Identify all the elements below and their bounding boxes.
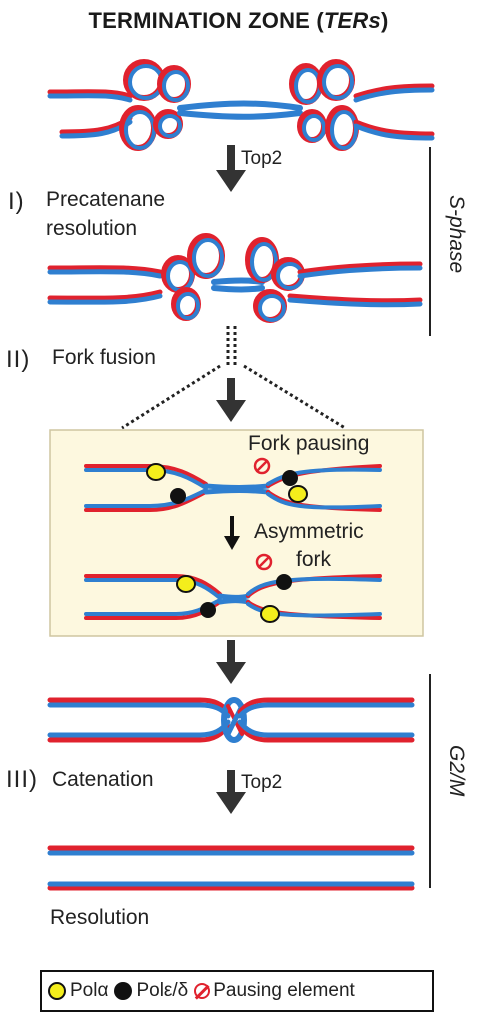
arrow-to-inset <box>216 378 246 422</box>
step3-label: Catenation <box>52 768 154 791</box>
legend-pausing-text: Pausing element <box>213 980 355 1001</box>
resolution-label: Resolution <box>50 906 150 929</box>
step2-label: Fork fusion <box>52 346 156 369</box>
dna-catenated <box>47 697 415 743</box>
g2m-label: G2/M <box>445 745 468 797</box>
legend-item-pol-ed: Polε/δ <box>114 980 188 1002</box>
arrow-top2-1 <box>216 145 246 192</box>
step1-label-line1: Precatenane <box>46 188 166 211</box>
arrow-top2-2 <box>216 770 246 814</box>
legend-pol-alpha-text: Polα <box>70 980 109 1001</box>
legend: Polα Polε/δ Pausing element <box>40 970 434 1012</box>
s-phase-label: S-phase <box>445 195 468 274</box>
dna-precatenane-top <box>47 59 435 151</box>
top2-label-1: Top2 <box>241 148 283 169</box>
top2-label-2: Top2 <box>241 772 283 793</box>
title-italic: TERs <box>323 8 381 33</box>
dna-resolved-final <box>47 845 415 891</box>
step2-numeral: II) <box>6 346 31 373</box>
pol-alpha-icon <box>48 982 66 1000</box>
dna-resolved-precatenanes <box>47 233 423 323</box>
legend-item-pausing: Pausing element <box>194 980 355 1002</box>
pausing-element-icon <box>194 983 211 999</box>
arrow-asymmetric <box>224 516 240 550</box>
fork-fusion-inset <box>49 429 424 637</box>
step1-label-line2: resolution <box>46 217 138 240</box>
diagram-title: TERMINATION ZONE (TERs) <box>0 8 477 34</box>
legend-item-pol-alpha: Polα <box>48 980 108 1002</box>
dotted-guides <box>121 326 346 430</box>
step3-numeral: III) <box>6 766 38 793</box>
title-main: TERMINATION ZONE ( <box>88 8 324 33</box>
title-close: ) <box>380 8 389 33</box>
inset-fork-upper <box>84 457 382 512</box>
step1-numeral: I) <box>8 188 25 215</box>
legend-pol-ed-text: Polε/δ <box>136 980 189 1001</box>
inset-fork-lower <box>84 553 382 623</box>
arrow-to-catenation <box>216 640 246 684</box>
fork-pausing-label: Fork pausing <box>248 432 370 455</box>
asymmetric-label-line2: fork <box>296 548 332 571</box>
asymmetric-label-line1: Asymmetric <box>254 520 364 543</box>
pol-epsilon-delta-icon <box>114 982 133 1000</box>
